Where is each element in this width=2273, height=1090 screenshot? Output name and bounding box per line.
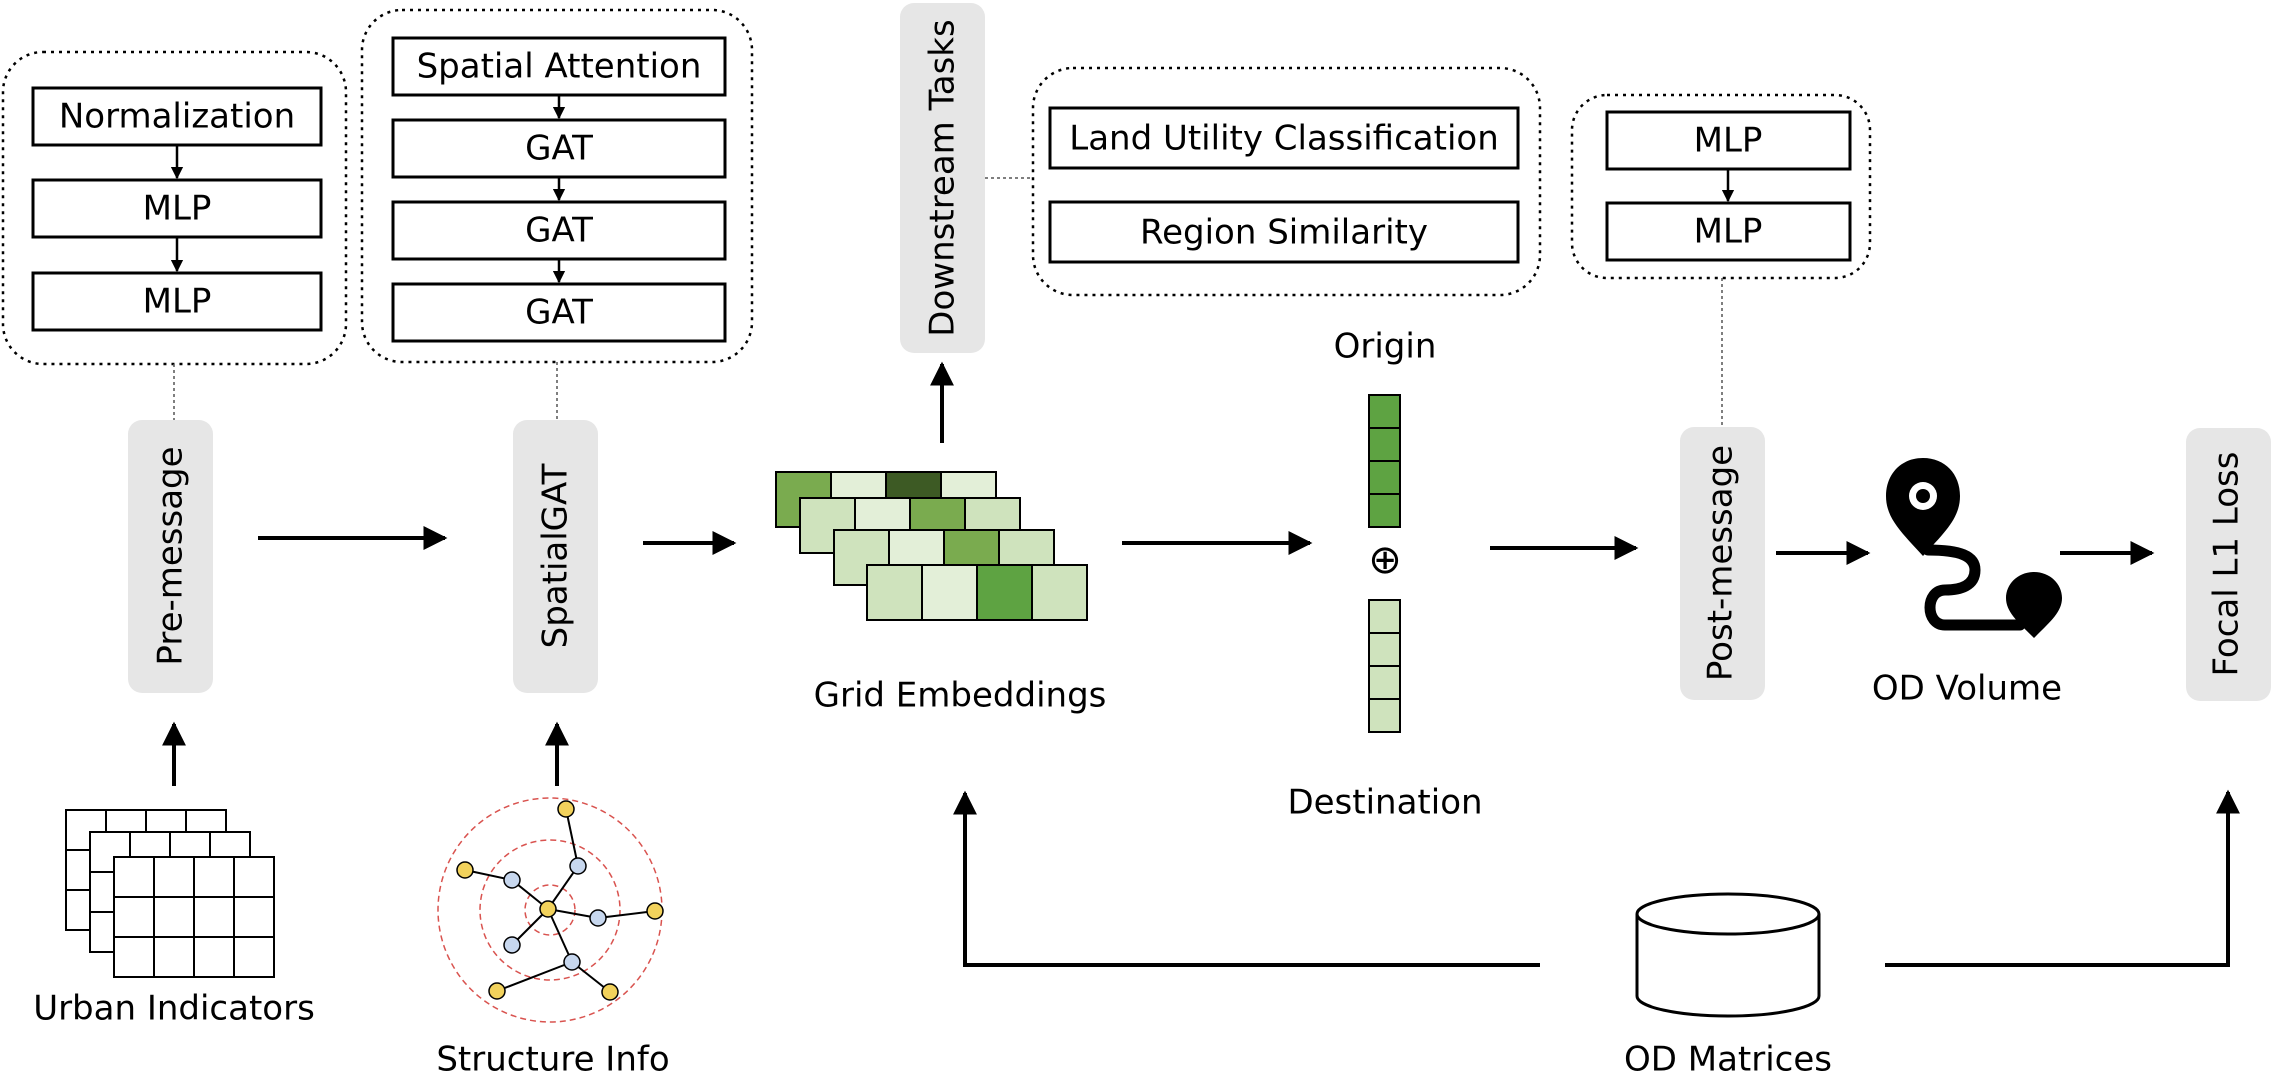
od-matrices: OD Matrices bbox=[1624, 892, 1832, 1080]
embedding-row-4 bbox=[866, 564, 1088, 621]
loss-label: Focal L1 Loss bbox=[2207, 452, 2247, 677]
spatial-gat-label: SpatialGAT bbox=[536, 463, 576, 648]
spatial-attention-label: Spatial Attention bbox=[417, 47, 702, 87]
gat-label-1: GAT bbox=[525, 129, 593, 169]
destination-label: Destination bbox=[1287, 783, 1482, 823]
land-utility-label: Land Utility Classification bbox=[1069, 119, 1499, 159]
loss-module: Focal L1 Loss bbox=[2186, 428, 2271, 701]
mlp-layer-2 bbox=[31, 271, 323, 332]
mlp-label-2: MLP bbox=[143, 282, 212, 322]
land-utility-task bbox=[1048, 106, 1520, 170]
gat-layer-3 bbox=[391, 282, 727, 343]
gat-label-2: GAT bbox=[525, 211, 593, 251]
downstream-module: Downstream Tasks Land Utility Classifica… bbox=[900, 3, 1542, 353]
spatial-gat-pill bbox=[513, 420, 598, 693]
destination-vector bbox=[1368, 599, 1401, 733]
post-mlp-layer-1 bbox=[1605, 110, 1852, 171]
graph-edges bbox=[464, 808, 656, 993]
flow-arrows bbox=[162, 361, 2240, 967]
grid-embeddings-label: Grid Embeddings bbox=[814, 676, 1107, 716]
post-mlp-label-2: MLP bbox=[1694, 212, 1763, 252]
urban-indicators-label: Urban Indicators bbox=[33, 989, 315, 1029]
post-message-pill bbox=[1680, 427, 1765, 700]
concat-symbol: ⊕ bbox=[1368, 537, 1402, 583]
urban-indicators: Urban Indicators bbox=[33, 809, 315, 1029]
normalization-label: Normalization bbox=[59, 97, 295, 137]
post-mlp-layer-2 bbox=[1605, 201, 1852, 262]
od-volume-label: OD Volume bbox=[1872, 669, 2062, 709]
mlp-label-1: MLP bbox=[143, 189, 212, 229]
downstream-pill bbox=[900, 3, 985, 353]
loss-pill bbox=[2186, 428, 2271, 701]
indicator-table-front bbox=[113, 856, 275, 978]
origin-label: Origin bbox=[1334, 327, 1437, 367]
pre-message-pill bbox=[128, 420, 213, 693]
grid-embeddings: Grid Embeddings bbox=[775, 471, 1107, 716]
od-volume: OD Volume bbox=[1872, 458, 2062, 709]
mlp-layer-1 bbox=[31, 178, 323, 239]
pre-message-label: Pre-message bbox=[151, 446, 191, 665]
origin-vector bbox=[1368, 394, 1401, 528]
post-message-module: MLP MLP Post-message bbox=[1570, 93, 1872, 700]
gat-label-3: GAT bbox=[525, 293, 593, 333]
structure-info: Structure Info bbox=[436, 797, 670, 1080]
pre-message-module: Normalization MLP MLP Pre-message bbox=[1, 50, 348, 693]
od-matrices-label: OD Matrices bbox=[1624, 1040, 1832, 1080]
region-similarity-task bbox=[1048, 200, 1520, 264]
post-message-label: Post-message bbox=[1701, 445, 1741, 681]
arrow-odmatrices-to-embeddings bbox=[953, 790, 1540, 967]
od-concat: Origin ⊕ Destination bbox=[1287, 327, 1482, 823]
spatial-gat-module: Spatial Attention GAT GAT GAT SpatialGAT bbox=[360, 8, 754, 693]
post-mlp-label-1: MLP bbox=[1694, 121, 1763, 161]
downstream-label: Downstream Tasks bbox=[923, 19, 963, 336]
graph-nodes bbox=[456, 800, 664, 1001]
region-similarity-label: Region Similarity bbox=[1140, 213, 1428, 253]
structure-info-label: Structure Info bbox=[436, 1040, 669, 1080]
route-pin-icon bbox=[1886, 458, 2062, 638]
arrow-odmatrices-to-loss bbox=[1885, 789, 2240, 967]
